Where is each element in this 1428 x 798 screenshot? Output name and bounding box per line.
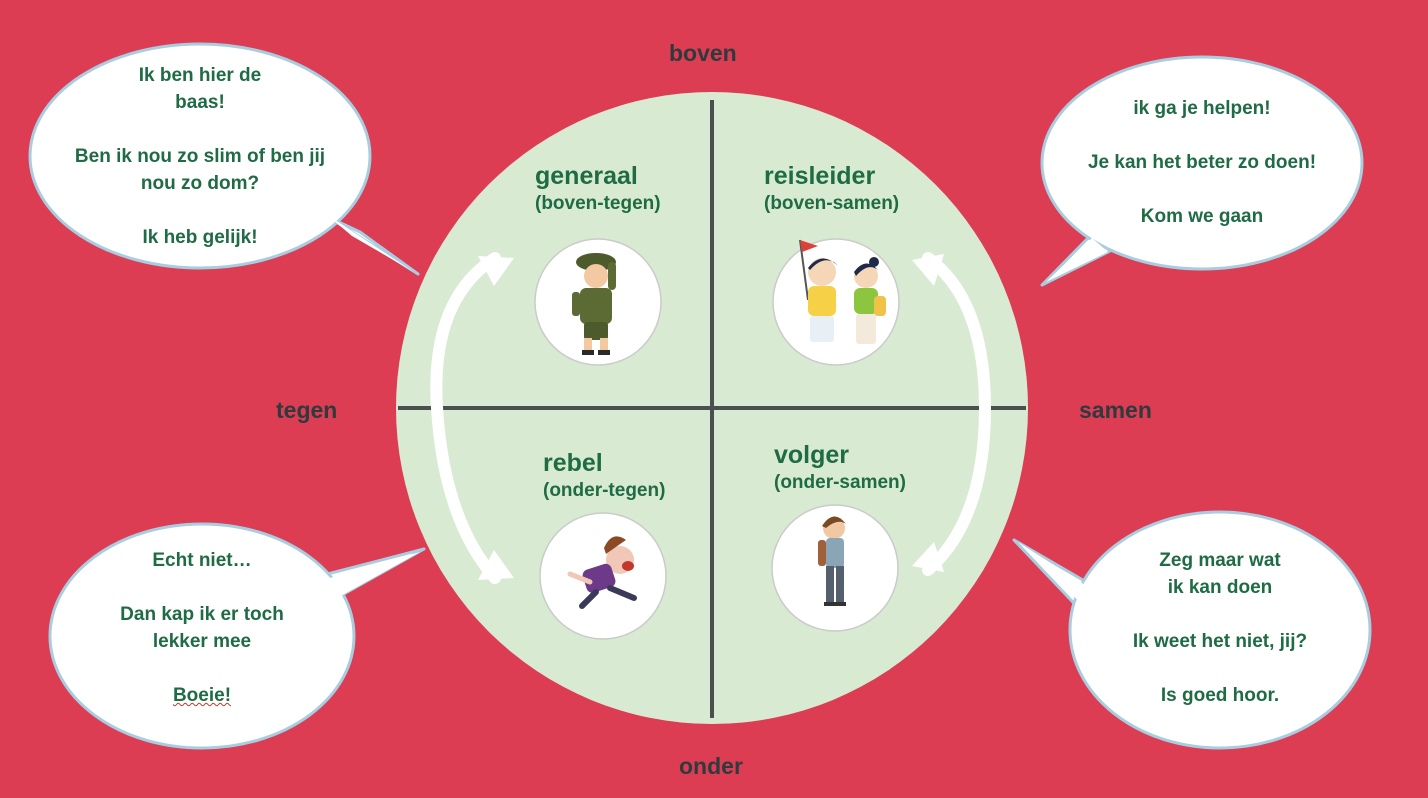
bubble-text-top-left: Ik ben hier de baas! Ben ik nou zo slim … — [40, 62, 360, 251]
bubble-line: Ben ik nou zo slim of ben jij — [74, 146, 326, 167]
right-arrow-head-down — [912, 542, 944, 572]
bubble-line — [1080, 601, 1360, 628]
bubble-line: Kom we gaan — [1140, 206, 1264, 227]
bubble-line: Is goed hoor. — [1160, 685, 1280, 706]
bubble-bottom-right — [1012, 510, 1372, 750]
quadrant-subtitle: (onder-samen) — [774, 472, 906, 493]
bubble-text-bottom-right: Zeg maar wat ik kan doen Ik weet het nie… — [1080, 547, 1360, 709]
axis-label-right: samen — [1079, 397, 1152, 423]
quadrant-name: generaal — [535, 162, 638, 190]
bubble-line — [1052, 176, 1352, 203]
bubble-line — [1080, 655, 1360, 682]
bubble-top-left — [28, 42, 420, 276]
tour-guide-icon — [772, 238, 900, 366]
general-icon — [534, 238, 662, 366]
follower-icon — [771, 504, 899, 632]
quadrant-name: reisleider — [764, 162, 876, 190]
bubble-line: Zeg maar wat — [1159, 550, 1281, 571]
bubble-line: lekker mee — [152, 631, 252, 652]
left-cycle-arrows — [430, 252, 501, 584]
bubble-line — [1052, 122, 1352, 149]
rebel-icon — [539, 512, 667, 640]
quadrant-name: volger — [774, 441, 850, 469]
bubble-text-top-right: ik ga je helpen! Je kan het beter zo doe… — [1052, 95, 1352, 230]
bubble-line — [62, 655, 342, 682]
bubble-line: Ik weet het niet, jij? — [1132, 631, 1308, 652]
bubble-line — [40, 197, 360, 224]
axis-label-bottom: onder — [679, 753, 743, 779]
bubble-line: Echt niet… — [152, 550, 252, 571]
bubble-text-bottom-left: Echt niet… Dan kap ik er toch lekker mee… — [62, 547, 342, 709]
bubble-line: ik ga je helpen! — [1133, 98, 1271, 119]
bubble-line: baas! — [175, 92, 225, 113]
bubble-line: ik kan doen — [1167, 577, 1273, 598]
bubble-line: nou zo dom? — [140, 173, 260, 194]
bubble-line — [62, 574, 342, 601]
quadrant-subtitle: (boven-samen) — [764, 193, 900, 214]
quadrant-subtitle: (boven-tegen) — [535, 193, 661, 214]
bubble-word-boeie: Boeie! — [172, 685, 232, 706]
left-arrow-head-down — [478, 550, 514, 580]
bubble-line: Boeie! — [62, 682, 342, 709]
quadrant-title-tour-guide: reisleider (boven-samen) — [764, 160, 899, 216]
bubble-line: Ik ben hier de — [138, 65, 262, 86]
axis-label-top: boven — [669, 40, 737, 66]
quadrant-title-follower: volger (onder-samen) — [774, 439, 906, 495]
quadrant-name: rebel — [543, 449, 603, 477]
axis-label-left: tegen — [276, 397, 338, 423]
bubble-line: Dan kap ik er toch — [120, 604, 284, 625]
right-arrow-head-up — [912, 254, 944, 286]
quadrant-title-rebel: rebel (onder-tegen) — [543, 447, 665, 503]
right-cycle-arrows — [922, 252, 992, 576]
quadrant-subtitle: (onder-tegen) — [543, 480, 666, 501]
bubble-line: Je kan het beter zo doen! — [1087, 152, 1317, 173]
bubble-bottom-left — [48, 522, 426, 750]
bubble-line — [40, 116, 360, 143]
bubble-top-right — [1040, 55, 1364, 287]
left-arrow-head-up — [478, 256, 514, 286]
quadrant-title-general: generaal (boven-tegen) — [535, 160, 661, 216]
bubble-line: Ik heb gelijk! — [142, 227, 258, 248]
